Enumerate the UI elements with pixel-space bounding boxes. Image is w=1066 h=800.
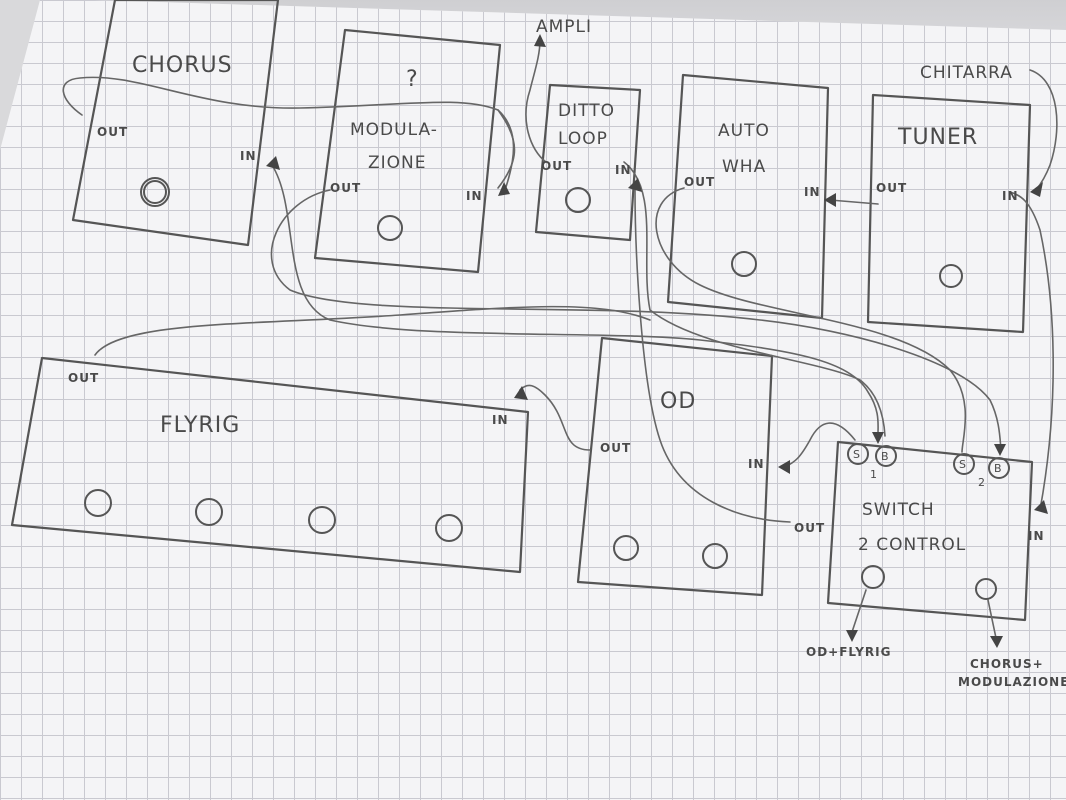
arrow-chorus-in — [266, 156, 280, 170]
flyrig-knob-1 — [84, 489, 112, 517]
question-mark-label: ? — [406, 67, 419, 92]
od-out-label: OUT — [600, 441, 631, 455]
flyrig-knob-4 — [435, 514, 463, 542]
modulazione-pedal — [313, 28, 502, 274]
switch-in-label: IN — [1028, 529, 1045, 543]
chorus-modulazione-label-2: MODULAZIONE — [958, 675, 1066, 689]
wire-chitarra-to-tuner — [1029, 69, 1058, 191]
chorus-pedal — [71, 0, 280, 247]
switch-knob-2 — [975, 578, 997, 600]
flyrig-out-label: OUT — [68, 371, 99, 385]
tuner-pedal — [866, 93, 1032, 334]
arrow-autowha-in — [824, 193, 836, 207]
wire-switch-s1-to-od — [784, 422, 856, 468]
ditto-loop-knob — [565, 187, 591, 213]
wire-switch-to-od-flyrig — [851, 589, 867, 633]
switch-s1-jack — [847, 443, 869, 465]
chorus-label: CHORUS — [132, 53, 233, 78]
auto-wha-in-label: IN — [804, 185, 821, 199]
od-label: OD — [660, 389, 696, 414]
od-in-label: IN — [748, 457, 765, 471]
wire-tuner-to-autowha — [829, 199, 879, 205]
modulazione-knob — [377, 215, 403, 241]
wire-chorus-loop — [62, 76, 515, 191]
switch-out-label: OUT — [794, 521, 825, 535]
wire-switch-b1-to-chorus-in — [271, 164, 879, 435]
od-knob-2 — [702, 543, 728, 569]
auto-wha-out-label: OUT — [684, 175, 715, 189]
wire-switch-in — [1009, 191, 1054, 511]
chorus-modulazione-label-1: CHORUS+ — [970, 657, 1044, 671]
ditto-label-2: LOOP — [558, 129, 608, 149]
wire-od-to-flyrig — [519, 384, 591, 451]
od-knob-1 — [613, 535, 639, 561]
modulazione-in-label: IN — [466, 189, 483, 203]
chorus-knob — [140, 177, 170, 207]
switch-b2-label: B — [994, 462, 1003, 475]
ditto-loop-pedal — [534, 83, 642, 242]
arrow-od-in — [778, 460, 790, 474]
auto-wha-label-1: AUTO — [718, 121, 770, 141]
tuner-label: TUNER — [897, 125, 978, 150]
wire-switch-to-chorus-mod — [987, 599, 997, 639]
switch-1-label: 1 — [870, 468, 878, 481]
switch-s2-jack — [953, 453, 975, 475]
tuner-in-label: IN — [1002, 189, 1019, 203]
switch-b1-jack — [875, 445, 897, 467]
flyrig-knob-2 — [195, 498, 223, 526]
switch-s2-label: S — [959, 458, 967, 471]
auto-wha-knob — [731, 251, 757, 277]
switch-b2-jack — [988, 457, 1010, 479]
arrow-switch-r2 — [994, 444, 1006, 456]
arrow-switch-in — [1034, 500, 1048, 514]
wire-ditto-to-ampli — [525, 39, 547, 163]
flyrig-pedal — [10, 356, 530, 574]
wire-modulazione-to-switch-b2 — [270, 189, 1002, 451]
modulazione-label-1: MODULA- — [350, 120, 438, 140]
od-flyrig-label: OD+FLYRIG — [806, 645, 891, 659]
arrow-modulazione-in — [498, 182, 510, 196]
tuner-knob — [939, 264, 963, 288]
switch-label-2: 2 CONTROL — [858, 535, 966, 555]
switch-label-1: SWITCH — [862, 500, 935, 520]
arrow-flyrig-in — [514, 386, 528, 400]
wire-modulazione-to-ditto — [497, 109, 516, 189]
chorus-knob-inner — [143, 180, 167, 204]
ditto-label-1: DITTO — [558, 101, 615, 121]
chorus-out-label: OUT — [97, 125, 128, 139]
arrow-ditto-in — [628, 178, 642, 192]
arrow-ampli — [534, 34, 546, 47]
chitarra-label: CHITARRA — [920, 63, 1013, 83]
ditto-in-label: IN — [615, 163, 632, 177]
wire-switch-out-to-od — [634, 189, 791, 523]
ditto-out-label: OUT — [541, 159, 572, 173]
arrow-switch-r1 — [872, 432, 884, 444]
modulazione-out-label: OUT — [330, 181, 361, 195]
flyrig-label: FLYRIG — [160, 413, 240, 438]
switch-knob-1 — [861, 565, 885, 589]
wire-autowha-to-switch-s2 — [655, 187, 967, 453]
chorus-in-label: IN — [240, 149, 257, 163]
flyrig-in-label: IN — [492, 413, 509, 427]
od-pedal — [576, 336, 774, 597]
arrow-tuner-in — [1030, 182, 1043, 197]
switch-b1-label: B — [881, 450, 890, 463]
switch-s1-label: S — [853, 448, 861, 461]
switch-2-label: 2 — [978, 476, 986, 489]
ampli-label: AMPLI — [536, 17, 592, 37]
tuner-out-label: OUT — [876, 181, 907, 195]
arrow-od-flyrig — [846, 630, 858, 642]
wire-flyrig-to-chorus — [94, 305, 651, 356]
auto-wha-label-2: WHA — [722, 157, 766, 177]
flyrig-knob-3 — [308, 506, 336, 534]
arrow-chorus-mod — [990, 636, 1003, 648]
modulazione-label-2: ZIONE — [368, 153, 427, 173]
